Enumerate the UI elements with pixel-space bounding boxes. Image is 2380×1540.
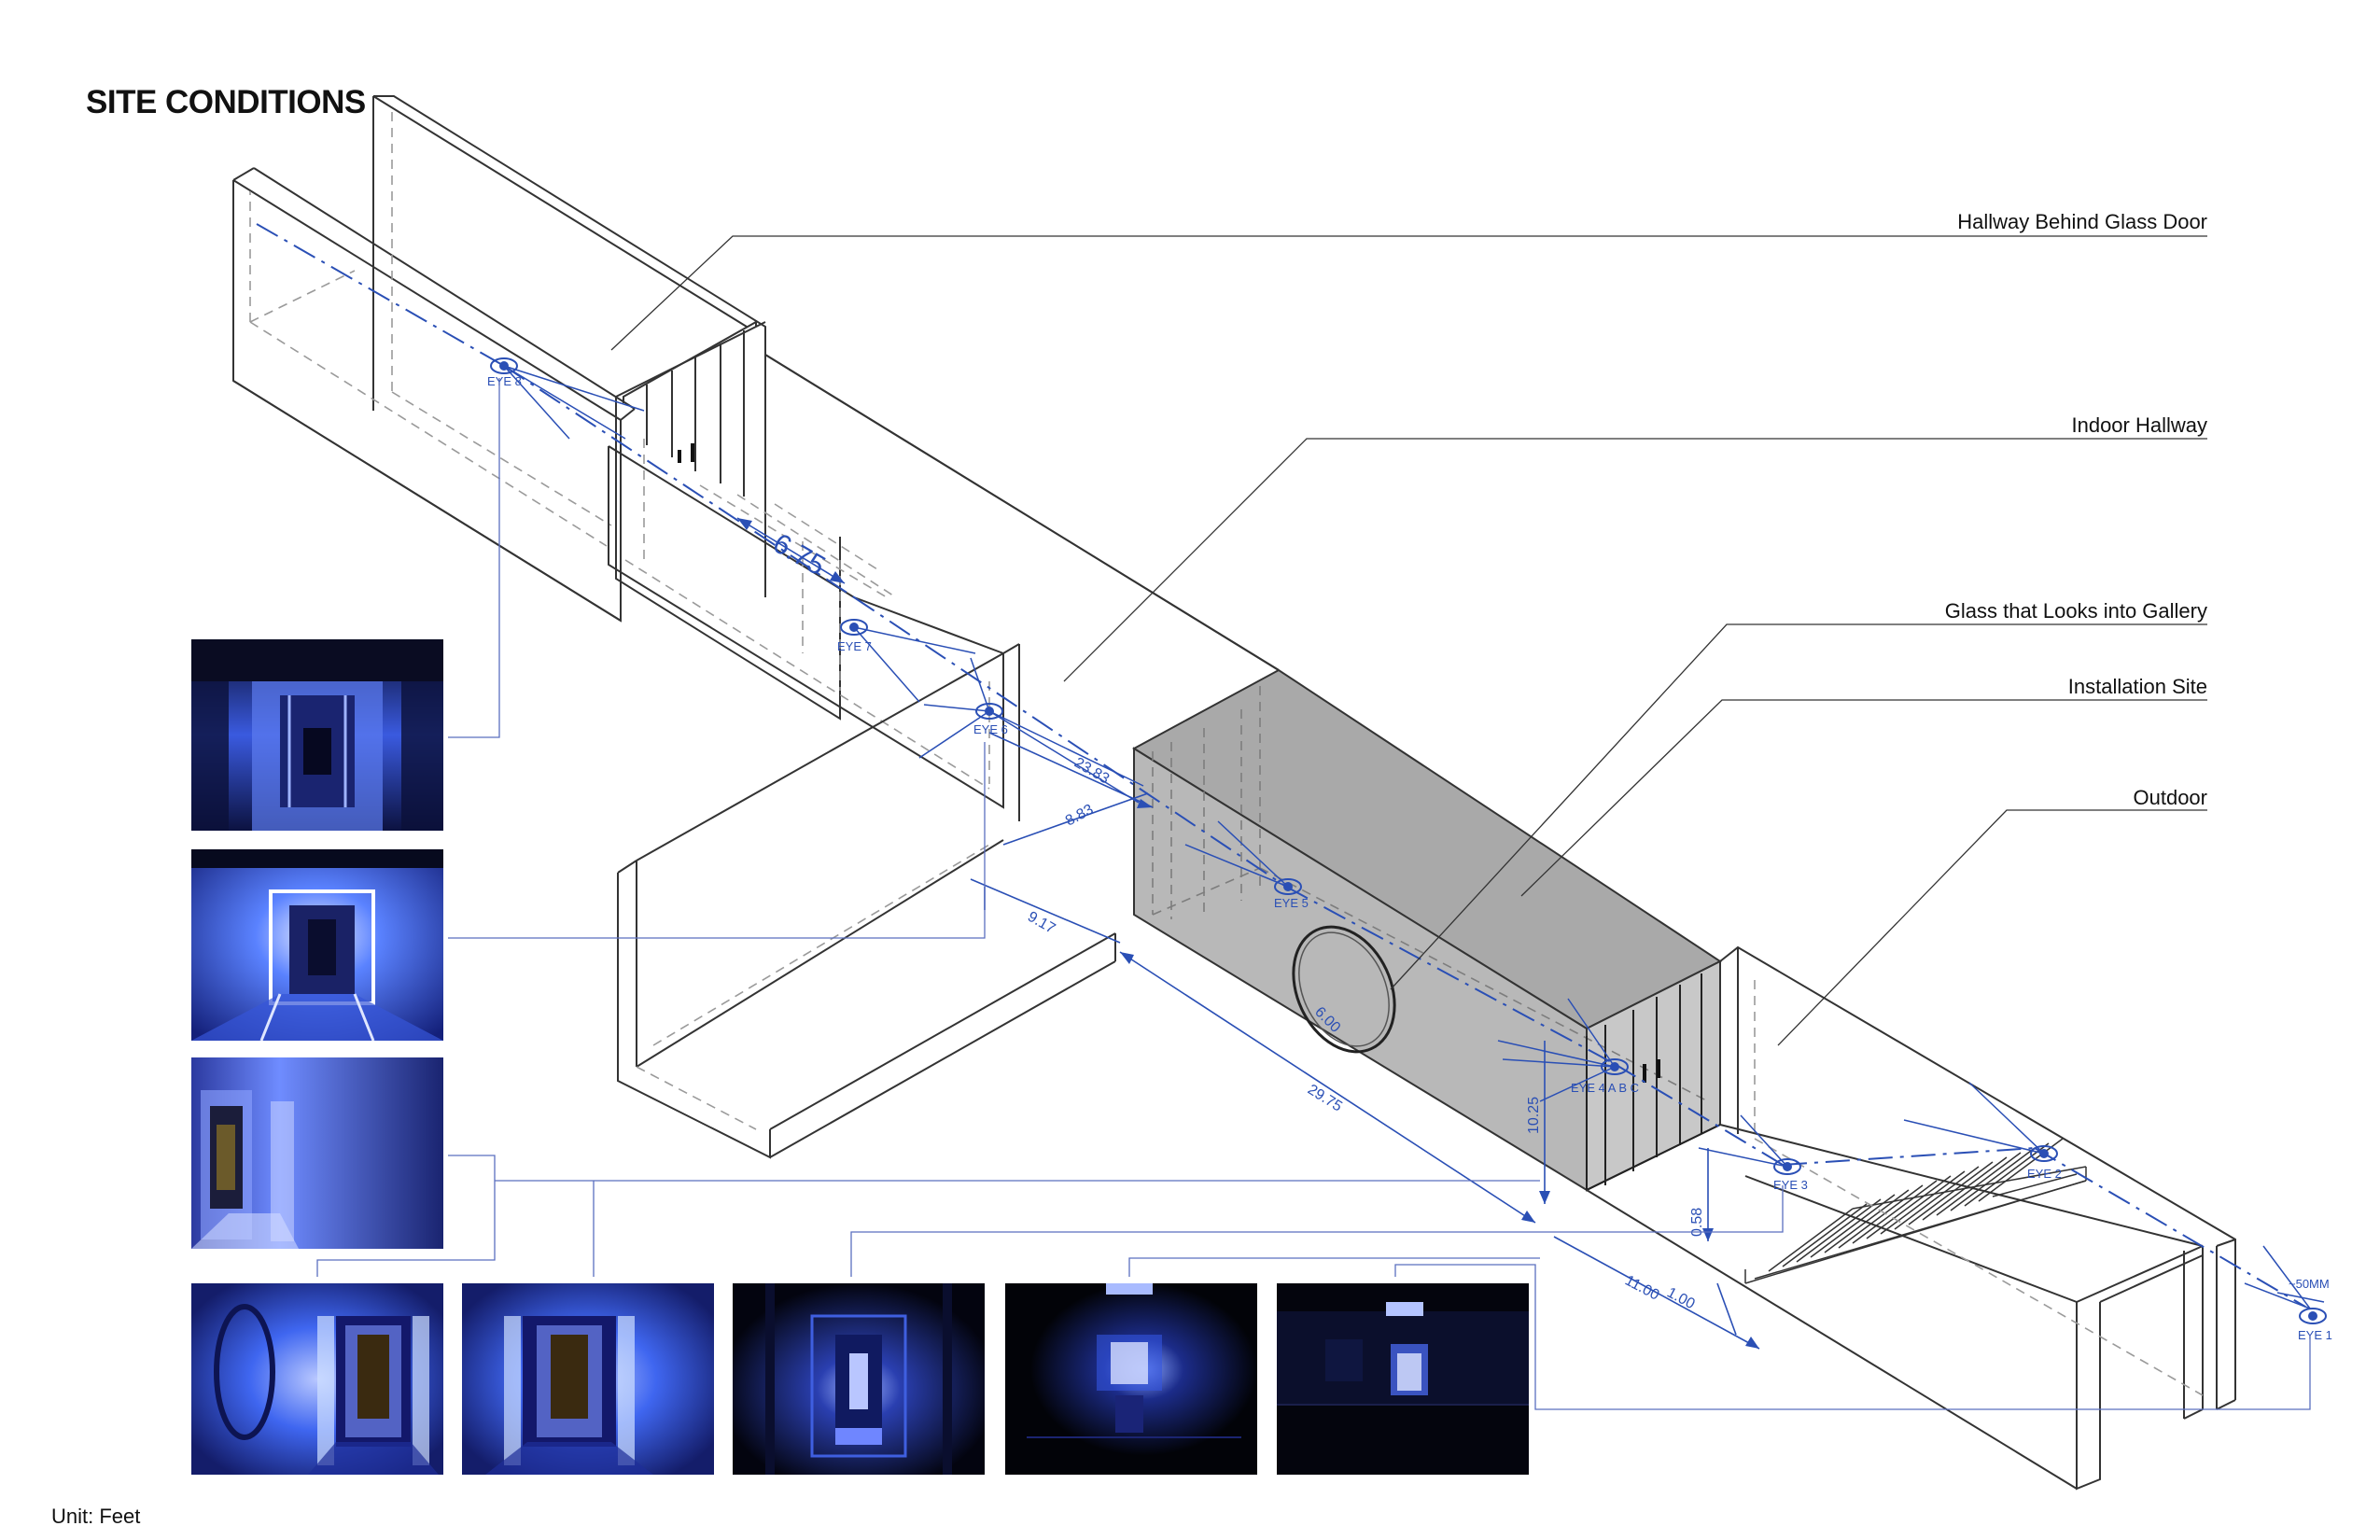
eye-4-label: EYE 4 A B C [1571, 1081, 1639, 1095]
eye-markers [490, 357, 2327, 1324]
render-connectors [316, 378, 2311, 1410]
render-thumbnail-2 [191, 849, 443, 1042]
dim-8-83: 8.83 [1063, 802, 1097, 830]
dim-1-00: 1.00 [1664, 1285, 1698, 1313]
room-stair-box [608, 445, 1020, 821]
render-thumbnail-4 [191, 1283, 443, 1475]
render-thumbnail-7 [1005, 1283, 1257, 1475]
room-lower-left [617, 652, 1116, 1159]
unit-note: Unit: Feet [51, 1505, 141, 1528]
callout-labels: Hallway Behind Glass Door Indoor Hallway… [1945, 210, 2207, 809]
callout-outdoor: Outdoor [2134, 786, 2208, 809]
dim-11-00: 11.00 [1622, 1273, 1661, 1304]
dim-6-75: 6.75 [768, 527, 831, 581]
eye-2-label: EYE 2 [2027, 1167, 2062, 1181]
room-lower-left-hidden [636, 844, 990, 1130]
room-far-left-hidden [249, 112, 612, 547]
glass-door-handles [678, 443, 694, 463]
callout-leaders [610, 235, 2207, 1046]
view-cones [503, 365, 2311, 1309]
eye-labels: EYE 8 EYE 7 EYE 6 EYE 5 EYE 4 A B C EYE … [487, 374, 2332, 1342]
render-thumbnail-3 [191, 1057, 443, 1249]
eye-6-marker [975, 703, 1003, 720]
callout-glass-gallery: Glass that Looks into Gallery [1945, 599, 2207, 623]
room-stair-hidden [624, 439, 990, 790]
eye-8-label: EYE 8 [487, 374, 522, 388]
gallery-door-handles [1643, 1059, 1660, 1083]
eye-3-label: EYE 3 [1773, 1178, 1808, 1192]
render-thumbnail-8 [1277, 1283, 1529, 1475]
dim-50mm: ~50MM [2289, 1277, 2330, 1291]
eye-5-label: EYE 5 [1274, 896, 1309, 910]
eye-8-marker [490, 357, 518, 374]
installation-site-box [1132, 668, 1722, 1192]
outdoor-steps [1744, 1138, 2087, 1284]
dim-23-83: 23.83 [1071, 755, 1112, 788]
eye-1-label: EYE 1 [2298, 1328, 2332, 1342]
render-thumbnail-1 [191, 639, 443, 831]
gallery-glass-doors [1586, 973, 1721, 1191]
eye-6-label: EYE 6 [973, 722, 1008, 736]
room-far-left [232, 95, 766, 623]
circular-window [1292, 925, 1396, 1054]
dim-10-25: 10.25 [1526, 1097, 1542, 1134]
dim-0-58: 0.58 [1689, 1208, 1705, 1237]
eye-4-marker [1601, 1058, 1629, 1075]
dimension-arrows [737, 518, 1759, 1349]
eye-1-marker [2299, 1308, 2327, 1324]
callout-indoor-hallway: Indoor Hallway [2071, 413, 2207, 437]
sight-line-path [256, 223, 2306, 1308]
eye-5-marker [1274, 878, 1302, 895]
render-thumbnail-6 [733, 1283, 985, 1475]
render-thumbnail-5 [462, 1283, 714, 1475]
dim-9-17: 9.17 [1025, 909, 1058, 937]
callout-installation-site: Installation Site [2068, 675, 2207, 698]
eye-7-label: EYE 7 [837, 639, 872, 653]
page-title: SITE CONDITIONS [86, 84, 366, 120]
glass-door-box [615, 320, 1280, 721]
eye-3-marker [1773, 1158, 1801, 1175]
eye-7-marker [840, 619, 868, 636]
callout-hallway-glass-door: Hallway Behind Glass Door [1957, 210, 2207, 233]
dim-29-75: 29.75 [1305, 1082, 1345, 1115]
outdoor-hidden [1754, 980, 2204, 1396]
eye-2-marker [2030, 1145, 2058, 1162]
